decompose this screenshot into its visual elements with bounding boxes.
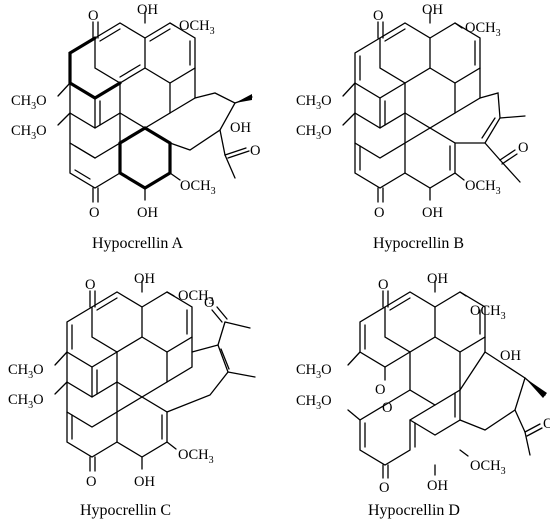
atom-label: O bbox=[374, 205, 384, 221]
atom-label: OH bbox=[137, 2, 158, 18]
structure-hypocrellin-a: O OH OCH3 CH3O CH3O OH O OCH3 OH O Hypoc… bbox=[11, 2, 260, 252]
atom-label: OH bbox=[134, 271, 155, 287]
atom-label: OH bbox=[427, 271, 448, 287]
atom-label: OCH3 bbox=[465, 20, 501, 39]
atom-label: OH bbox=[427, 478, 448, 494]
atom-label: O bbox=[89, 205, 99, 221]
atom-label: O bbox=[375, 382, 385, 398]
atom-label: OCH3 bbox=[179, 18, 215, 37]
caption-hypocrellin-a: Hypocrellin A bbox=[92, 235, 184, 252]
atom-label: OH bbox=[500, 348, 521, 364]
atom-label: CH3O bbox=[296, 93, 332, 112]
atom-label: OCH3 bbox=[470, 303, 506, 322]
atom-label: O bbox=[250, 143, 260, 159]
atom-label: O bbox=[543, 416, 550, 432]
atom-label: OCH3 bbox=[470, 458, 506, 477]
bond-skeleton bbox=[57, 11, 253, 203]
atom-label: CH3O bbox=[296, 393, 332, 412]
atom-label: O bbox=[382, 400, 392, 416]
structure-hypocrellin-c: O OH OCH3 O CH3O CH3O O OH OCH3 Hypocrel… bbox=[8, 271, 256, 519]
atom-label: O bbox=[204, 295, 214, 311]
structure-hypocrellin-d: O OH OCH3 OH CH3O O O CH3O O O OH OCH3 H… bbox=[296, 271, 550, 519]
atom-label: O bbox=[85, 277, 95, 293]
bond-skeleton bbox=[347, 280, 547, 479]
atom-label: O bbox=[88, 8, 98, 24]
bond-skeleton bbox=[54, 280, 256, 472]
atom-label: CH3O bbox=[8, 362, 44, 381]
structure-hypocrellin-b: O OH OCH3 CH3O CH3O O OH OCH3 O Hypocrel… bbox=[296, 2, 528, 252]
atom-label: CH3O bbox=[296, 362, 332, 381]
atom-label: OH bbox=[422, 2, 443, 18]
caption-hypocrellin-d: Hypocrellin D bbox=[368, 502, 460, 519]
atom-label: OCH3 bbox=[180, 178, 216, 197]
atom-label: CH3O bbox=[11, 123, 47, 142]
atom-label: OCH3 bbox=[178, 288, 214, 307]
atom-label: O bbox=[518, 140, 528, 156]
atom-label: OCH3 bbox=[178, 447, 214, 466]
caption-hypocrellin-c: Hypocrellin C bbox=[80, 502, 171, 519]
atom-label: OH bbox=[134, 474, 155, 490]
caption-hypocrellin-b: Hypocrellin B bbox=[373, 235, 464, 252]
atom-label: OCH3 bbox=[465, 178, 501, 197]
atom-label: O bbox=[86, 474, 96, 490]
atom-label: O bbox=[379, 480, 389, 496]
atom-label: CH3O bbox=[11, 93, 47, 112]
atom-label: O bbox=[373, 8, 383, 24]
atom-label: OH bbox=[422, 205, 443, 221]
atom-label: CH3O bbox=[8, 392, 44, 411]
atom-label: CH3O bbox=[296, 123, 332, 142]
bond-skeleton bbox=[342, 11, 526, 203]
atom-label: O bbox=[378, 277, 388, 293]
atom-label: OH bbox=[230, 120, 251, 136]
atom-label: OH bbox=[137, 205, 158, 221]
